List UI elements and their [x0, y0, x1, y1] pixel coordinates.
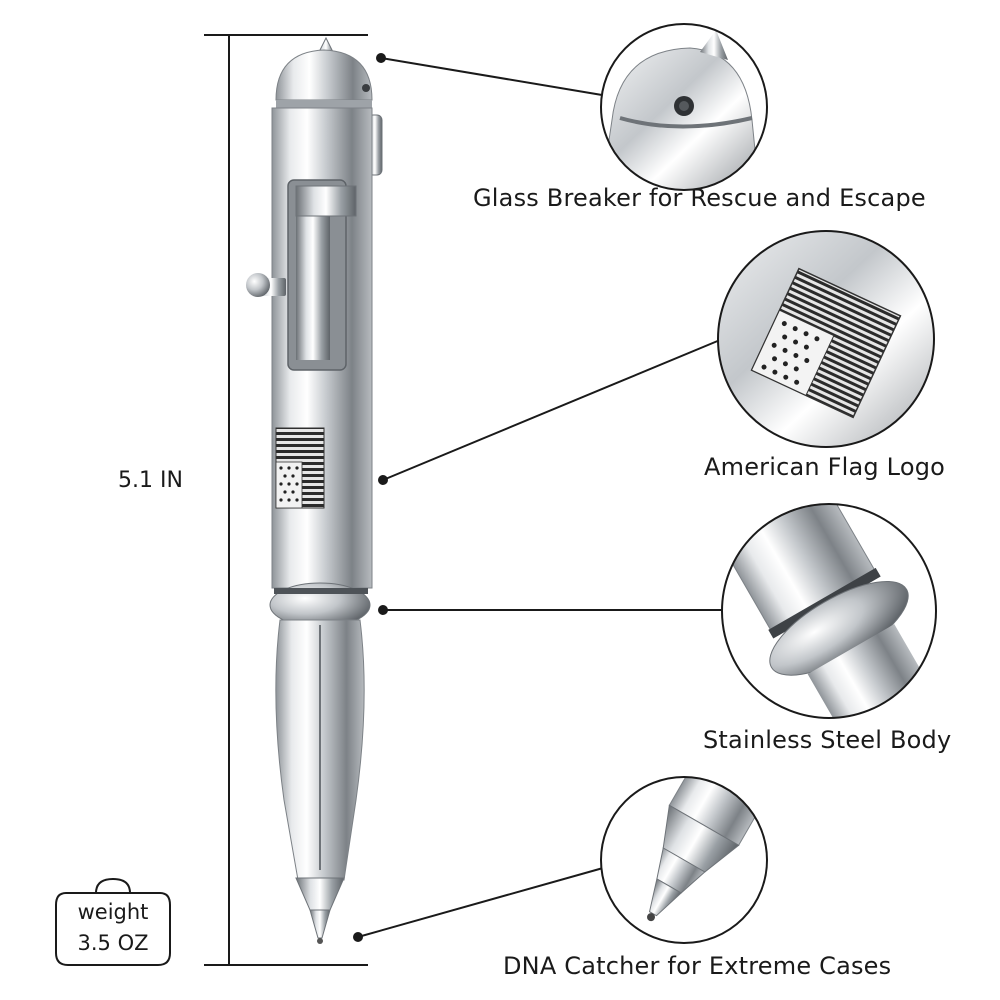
zoom-glass-breaker	[600, 23, 768, 191]
zoom-dna-catcher	[600, 776, 768, 944]
feature-label-dna-catcher: DNA Catcher for Extreme Cases	[503, 952, 892, 980]
zoom-flag-logo	[717, 230, 935, 448]
zoom-steel-body	[721, 503, 937, 719]
feature-label-glass-breaker: Glass Breaker for Rescue and Escape	[473, 184, 926, 212]
weight-value: 3.5 OZ	[77, 931, 149, 955]
american-flag-icon	[275, 427, 325, 509]
pen-illustration	[246, 36, 383, 944]
weight-text: weight 3.5 OZ	[52, 897, 174, 959]
length-dimension-line	[204, 34, 368, 966]
cap-screw-hole	[362, 84, 370, 92]
bolt-knob	[246, 273, 270, 297]
length-label: 5.1 IN	[118, 468, 183, 493]
weight-badge: weight 3.5 OZ	[52, 873, 174, 967]
pen-writing-tip	[317, 938, 323, 944]
feature-label-flag-logo: American Flag Logo	[704, 453, 946, 481]
feature-label-steel-body: Stainless Steel Body	[703, 726, 952, 754]
callout-lines	[357, 57, 722, 938]
kettlebell-weight-icon	[55, 877, 171, 966]
callout-dots	[353, 53, 388, 942]
dna-catcher-tip	[295, 877, 345, 911]
weight-title: weight	[77, 900, 149, 924]
